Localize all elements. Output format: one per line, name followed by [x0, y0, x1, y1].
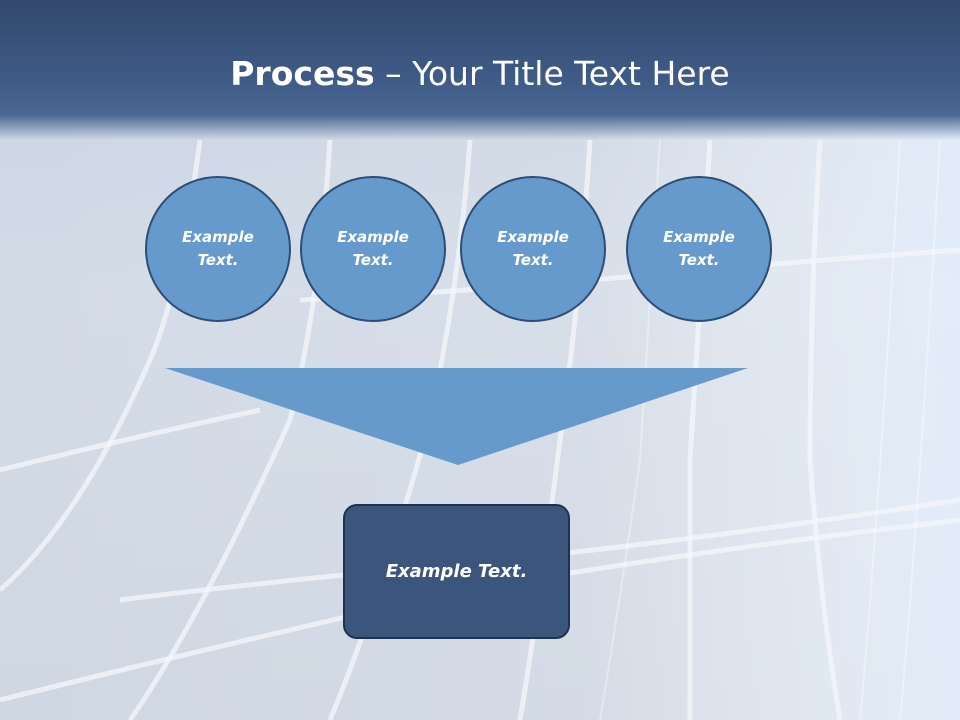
slide-title: Process – Your Title Text Here [0, 52, 960, 96]
step-4-line-2: Text. [678, 251, 720, 269]
title-bar [0, 0, 960, 140]
step-2-line-2: Text. [352, 251, 394, 269]
result-label: Example Text. [385, 561, 528, 582]
step-1-line-1: Example [182, 228, 254, 246]
step-3-line-2: Text. [512, 251, 554, 269]
step-4-line-1: Example [663, 228, 735, 246]
step-2-line-1: Example [337, 228, 409, 246]
step-3-line-1: Example [497, 228, 569, 246]
title-bold: Process [230, 54, 375, 93]
result-box: Example Text. [343, 504, 570, 639]
title-rest: – Your Title Text Here [374, 54, 730, 93]
step-1-line-2: Text. [197, 251, 239, 269]
